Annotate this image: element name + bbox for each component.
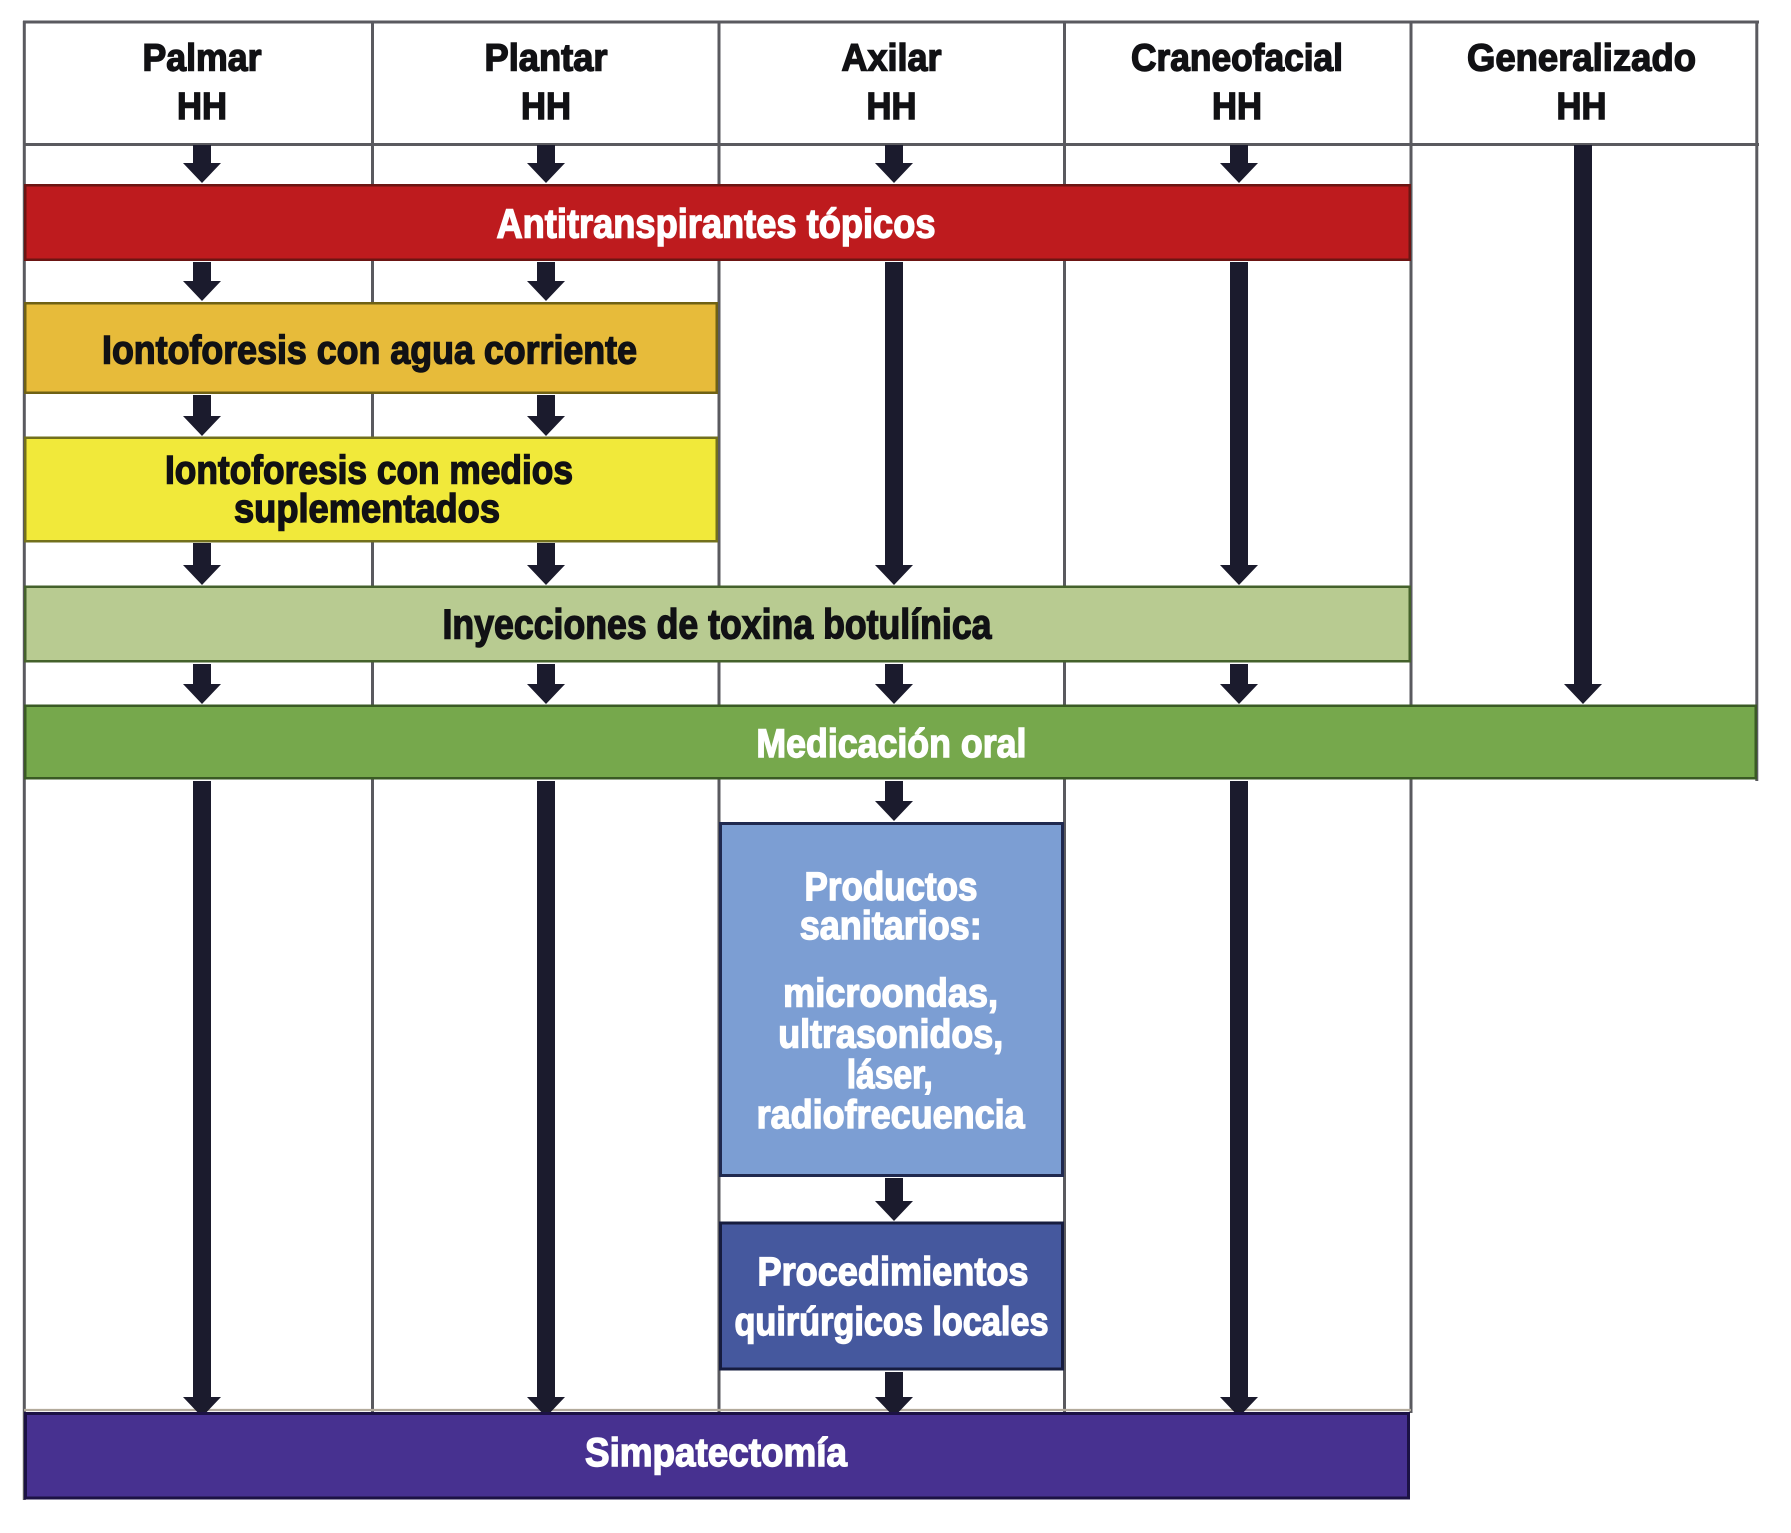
- svg-text:HH: HH: [867, 86, 917, 128]
- svg-text:Iontoforesis con agua corrient: Iontoforesis con agua corriente: [102, 329, 637, 373]
- svg-text:HH: HH: [177, 86, 227, 128]
- svg-text:ultrasonidos,: ultrasonidos,: [778, 1013, 1003, 1057]
- svg-text:Antitranspirantes tópicos: Antitranspirantes tópicos: [497, 201, 936, 247]
- svg-text:Medicación oral: Medicación oral: [756, 722, 1026, 766]
- svg-text:Iontoforesis con medios: Iontoforesis con medios: [165, 449, 573, 493]
- svg-text:Simpatectomía: Simpatectomía: [585, 1431, 848, 1475]
- svg-text:microondas,: microondas,: [783, 972, 998, 1016]
- svg-text:Axilar: Axilar: [842, 38, 942, 80]
- svg-text:HH: HH: [1212, 86, 1262, 128]
- svg-text:HH: HH: [521, 86, 571, 128]
- svg-text:radiofrecuencia: radiofrecuencia: [757, 1093, 1026, 1137]
- svg-text:Productos: Productos: [805, 865, 978, 909]
- svg-text:suplementados: suplementados: [234, 487, 500, 531]
- svg-text:sanitarios:: sanitarios:: [800, 904, 982, 948]
- svg-text:Generalizado: Generalizado: [1467, 38, 1696, 80]
- svg-text:Plantar: Plantar: [485, 38, 608, 80]
- svg-text:Craneofacial: Craneofacial: [1131, 38, 1343, 80]
- svg-text:Inyecciones de toxina botulíni: Inyecciones de toxina botulínica: [443, 601, 993, 648]
- svg-text:Palmar: Palmar: [143, 38, 262, 80]
- svg-text:láser,: láser,: [847, 1053, 933, 1097]
- svg-text:Procedimientos: Procedimientos: [758, 1250, 1029, 1294]
- svg-text:quirúrgicos locales: quirúrgicos locales: [735, 1300, 1049, 1344]
- svg-text:HH: HH: [1557, 86, 1607, 128]
